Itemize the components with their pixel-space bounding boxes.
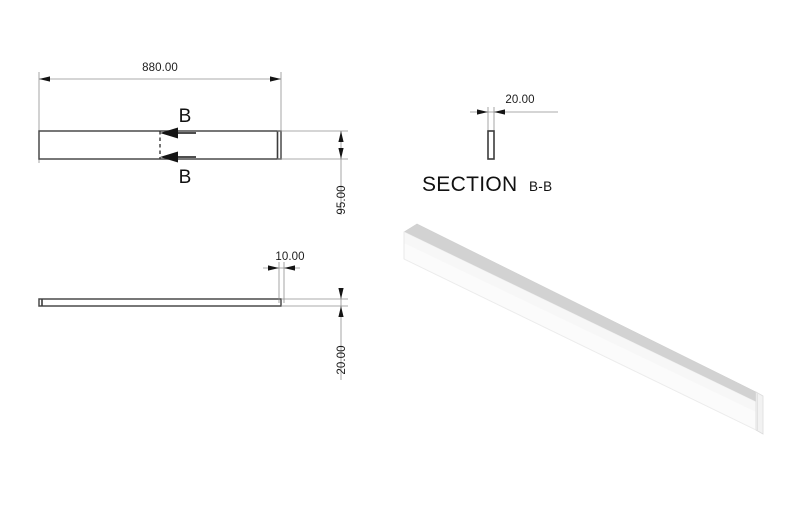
dim-arrow-down-95 (338, 148, 344, 159)
dim-arrow-10-left (268, 265, 279, 271)
dim-arrow-up-95 (338, 131, 344, 142)
section-profile (487, 130, 495, 160)
dimension-label-height: 20.00 (336, 345, 348, 374)
section-dim-arrow-left (477, 109, 488, 115)
dim-arrow-right (270, 76, 281, 82)
section-view-group: SECTION B-B 20.00 (422, 94, 558, 196)
iso-bottom-edge (403, 258, 757, 431)
section-suffix-label: B-B (529, 179, 552, 194)
top-view-group: 880.00 B B 95.00 (38, 62, 348, 215)
isometric-view-group (403, 223, 764, 435)
section-dimension-label: 20.00 (505, 94, 534, 106)
dim-arrow-20-down (338, 306, 344, 317)
dim-arrow-10-right (284, 265, 295, 271)
section-arrowhead-bottom (160, 151, 178, 163)
dim-arrow-20-up (338, 288, 344, 299)
front-view-body (38, 298, 282, 307)
dimension-label-thickness: 10.00 (275, 251, 304, 263)
dimension-label-width: 95.00 (336, 185, 348, 214)
section-arrowhead-top (160, 127, 178, 139)
dim-arrow-left (39, 76, 50, 82)
section-title-label: SECTION (422, 173, 517, 196)
section-mark-top: B (179, 106, 192, 127)
front-view-group: 10.00 20.00 (38, 251, 348, 380)
section-dim-arrow-right (494, 109, 505, 115)
iso-front-highlight (404, 232, 756, 412)
section-mark-bottom: B (179, 167, 192, 188)
dimension-label-length: 880.00 (142, 62, 178, 74)
iso-top-face (403, 223, 757, 403)
